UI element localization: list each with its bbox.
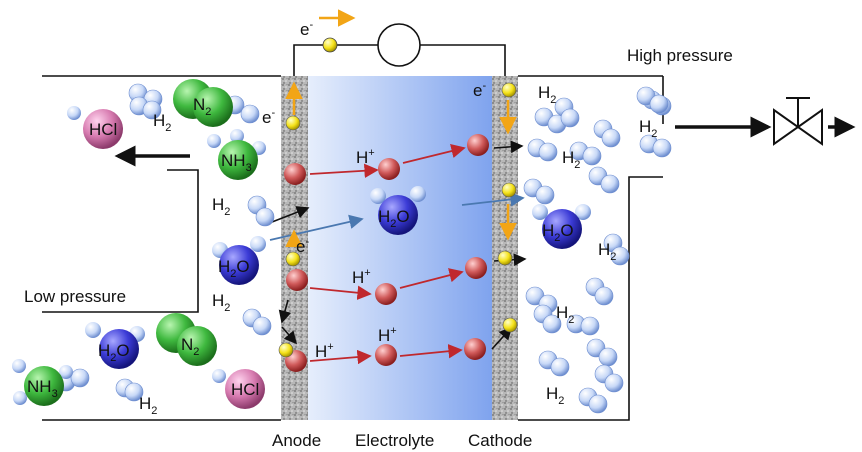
h2o-label: H2O: [98, 341, 130, 364]
h2-label: H2: [639, 117, 657, 140]
proton: [375, 283, 397, 305]
h2-label: H2: [212, 291, 230, 314]
proton: [378, 158, 400, 180]
species-labels: e- e- e- e- H+ H+ H+ H+ H2 H2 H2 H2 H2 H…: [27, 19, 657, 417]
cathode-layer: [492, 76, 518, 420]
annotations: High pressure Low pressure Anode Electro…: [24, 46, 733, 450]
h2-molecule: [593, 119, 621, 148]
h2-label: H2: [598, 240, 616, 263]
h2-label: H2: [153, 111, 171, 134]
low-pressure-label: Low pressure: [24, 287, 126, 306]
h2-label: H2: [139, 394, 157, 417]
hcl-label: HCl: [89, 120, 117, 139]
electrons: [278, 82, 518, 358]
ammonia-molecules: [12, 129, 266, 406]
n2-label: N2: [193, 95, 211, 118]
protons: [284, 134, 489, 372]
water-molecules: [85, 186, 591, 369]
h2o-label: H2O: [218, 257, 250, 280]
h2-molecule: [527, 138, 558, 162]
h2-molecule: [566, 314, 600, 336]
circuit-electron: [322, 37, 338, 53]
ammeter-icon: [377, 23, 421, 67]
nh3-label: NH3: [221, 151, 252, 174]
h2-molecule: [533, 304, 562, 334]
proton: [284, 163, 306, 185]
valve-icon: [773, 97, 823, 146]
electron-label-circuit: e-: [300, 19, 313, 39]
h2-molecule: [242, 308, 272, 336]
hcl-molecules: [67, 106, 265, 409]
nh3-label: NH3: [27, 377, 58, 400]
h2-label: H2: [212, 195, 230, 218]
h2-label: H2: [562, 148, 580, 171]
h2-label: H2: [556, 303, 574, 326]
water-molecule-electrolyte: [370, 186, 426, 235]
h2-molecule: [639, 134, 672, 158]
proton-label-1: H+: [356, 147, 375, 167]
h2-molecule: [129, 96, 162, 120]
h2-molecule: [554, 97, 580, 128]
high-pressure-label: High pressure: [627, 46, 733, 65]
h2o-label: H2O: [542, 221, 574, 244]
electrolyte-layer: [308, 76, 492, 420]
electron-label-cathode-top: e-: [473, 80, 486, 100]
proton: [375, 344, 397, 366]
proton: [286, 269, 308, 291]
external-circuit: [293, 44, 506, 76]
hydrogen-molecules: [56, 83, 672, 414]
anode-label: Anode: [272, 431, 321, 450]
h2o-label: H2O: [378, 207, 410, 230]
electron-label-anode-top: e-: [262, 107, 275, 127]
hcl-label: HCl: [231, 380, 259, 399]
proton: [464, 338, 486, 360]
proton: [467, 134, 489, 156]
h2-molecule: [586, 338, 618, 367]
h2-molecule: [115, 378, 144, 402]
h2-molecule: [247, 195, 275, 227]
h2-molecule: [594, 364, 624, 393]
proton-arrows: [309, 144, 466, 365]
proton-label-4: H+: [315, 341, 334, 361]
h2-molecule: [578, 387, 608, 414]
h2-molecule: [569, 141, 602, 166]
electrolyte-label: Electrolyte: [355, 431, 434, 450]
water-molecule-bottom-left: [85, 322, 145, 369]
nitrogen-molecules: [156, 79, 233, 366]
proton-label-2: H+: [352, 267, 371, 287]
h2-molecule: [538, 350, 570, 377]
h2-molecule: [523, 178, 555, 205]
water-molecule-left-feed: [212, 236, 266, 285]
n2-label: N2: [181, 335, 199, 358]
electron-label-anode-mid: e-: [296, 236, 309, 256]
h2-molecule: [603, 233, 630, 266]
h2-molecule: [588, 166, 620, 194]
electron-flow-arrows: [285, 81, 517, 247]
proton: [465, 257, 487, 279]
h2-molecule: [585, 277, 614, 306]
cathode-label: Cathode: [468, 431, 532, 450]
h2-label: H2: [546, 384, 564, 407]
water-molecule-cathode-side: [532, 204, 591, 249]
h2-label: H2: [538, 83, 556, 106]
proton-label-3: H+: [378, 325, 397, 345]
h2-molecule: [636, 86, 669, 114]
